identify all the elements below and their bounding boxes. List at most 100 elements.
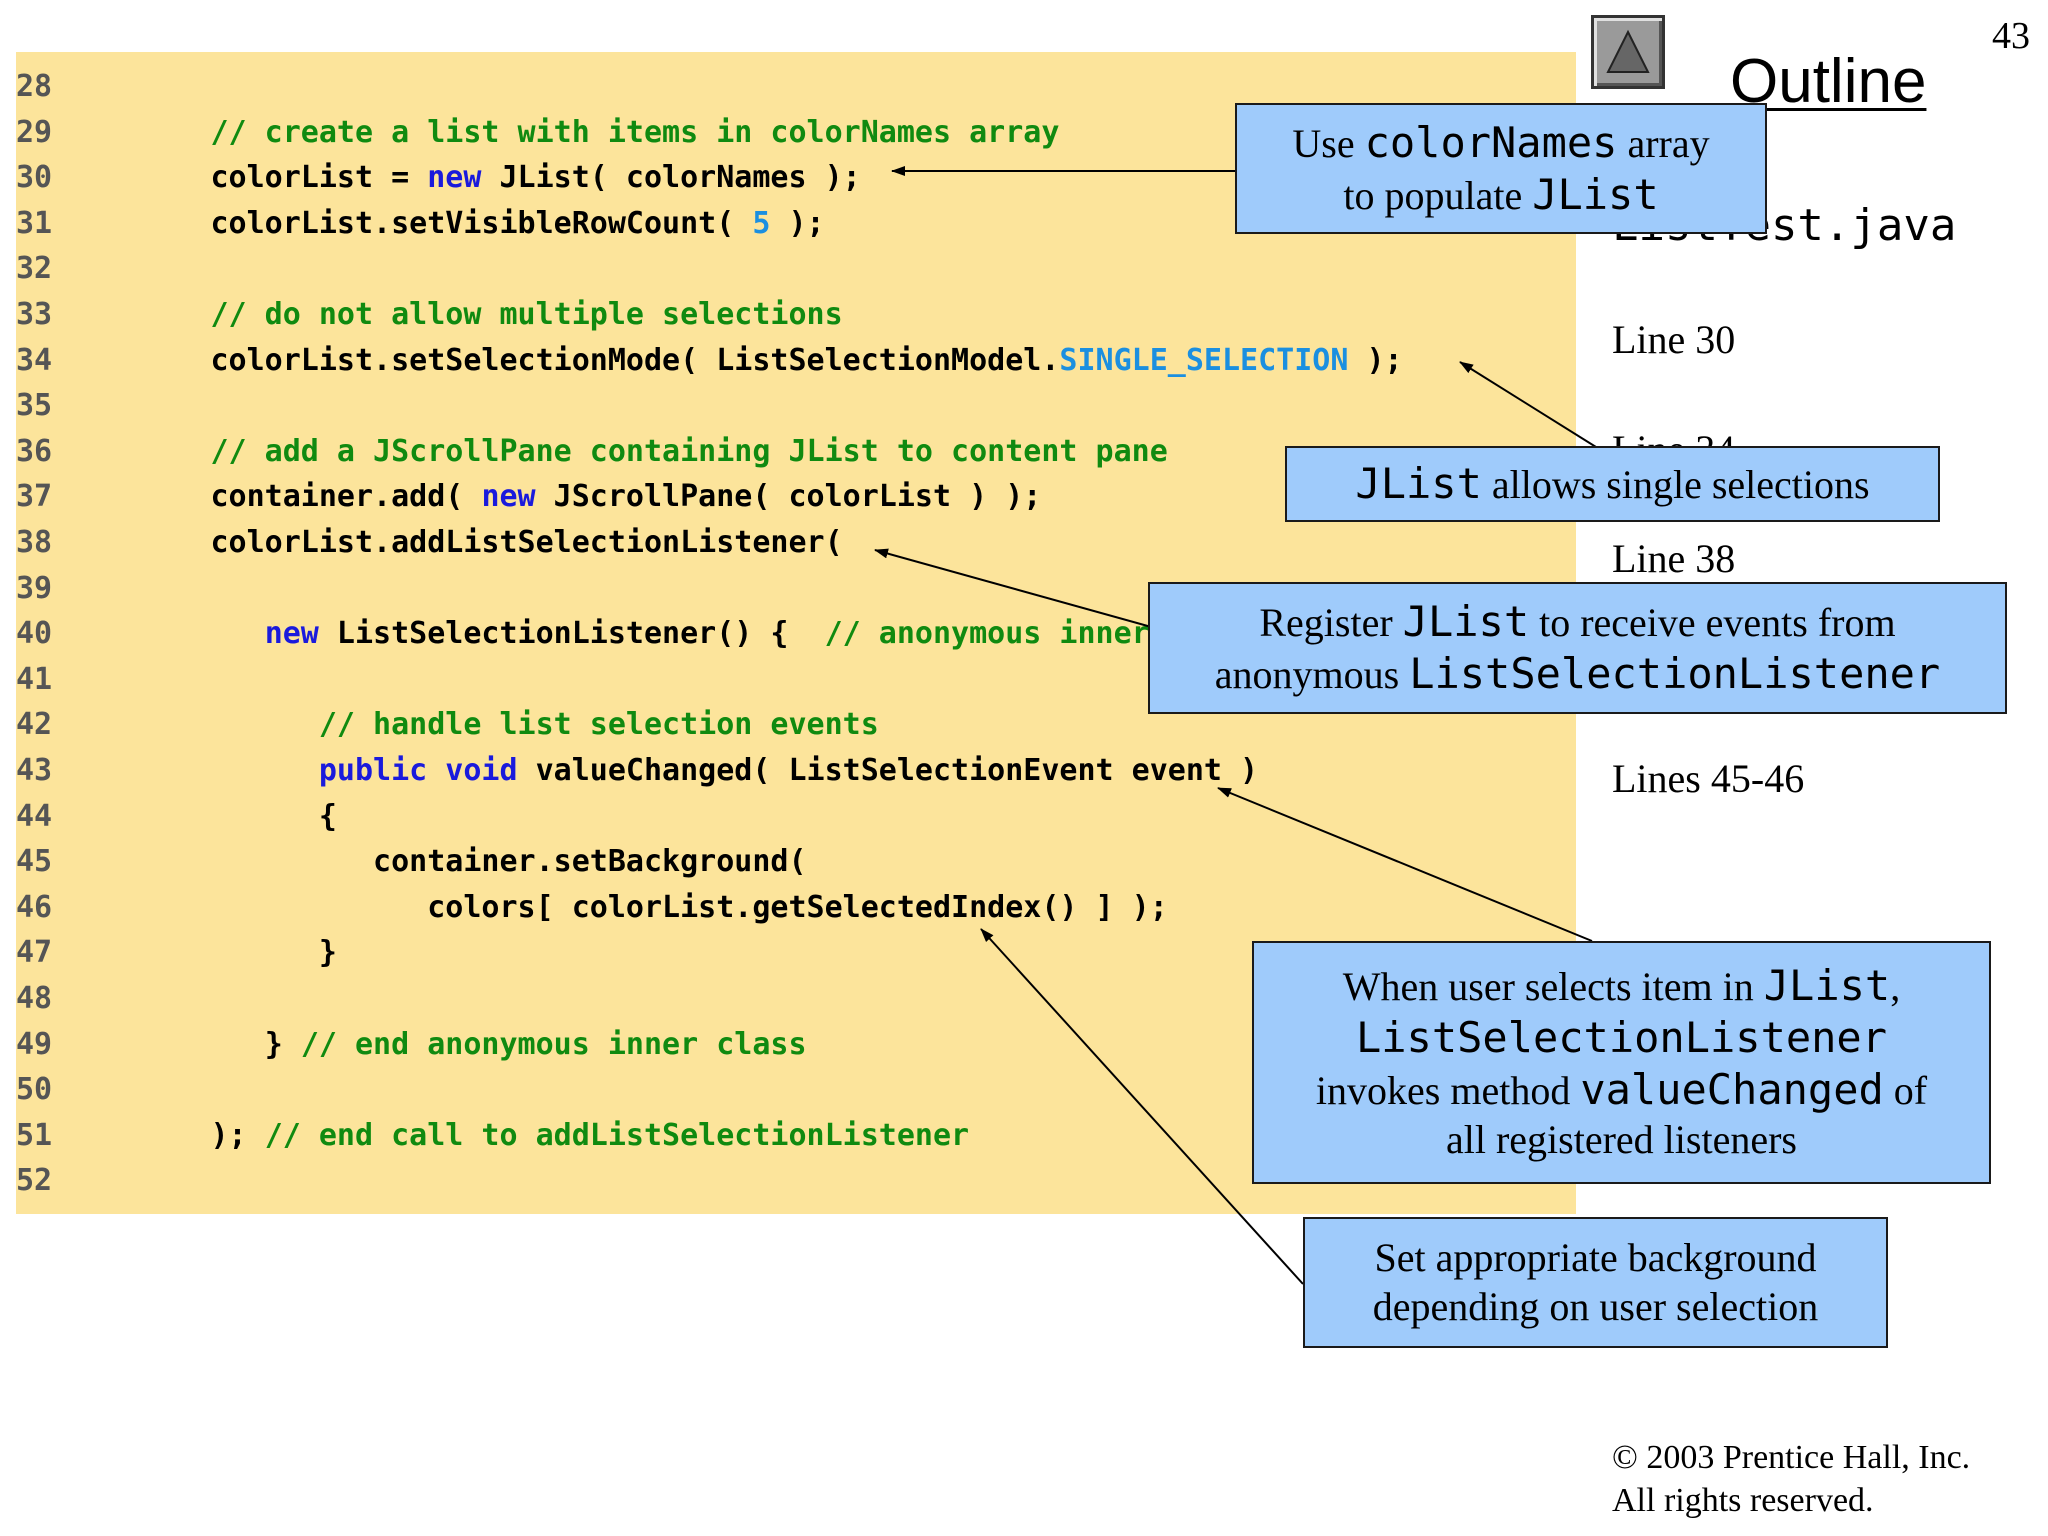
outline-item-line30[interactable]: Line 30: [1612, 317, 1736, 362]
code-token: valueChanged( ListSelectionEvent event ): [517, 753, 1259, 788]
callout-code: colorNames: [1364, 117, 1618, 167]
callout-text: Register: [1259, 600, 1403, 646]
callout-line: Register JList to receive events from: [1168, 596, 1987, 648]
code-token: JList( colorNames );: [481, 160, 861, 196]
callout-line: invokes method valueChanged of: [1272, 1064, 1971, 1116]
outline-up-button[interactable]: [1591, 15, 1665, 89]
code-line: 47 }: [16, 930, 337, 975]
outline-item-line38[interactable]: Line 38: [1612, 536, 1736, 581]
arrow-line34: [1459, 361, 1597, 448]
line-number: 35: [16, 388, 53, 424]
callout-line: JList allows single selections: [1305, 458, 1920, 510]
callout-text: depending on user selection: [1372, 1283, 1819, 1329]
callout-text: ,: [1890, 964, 1901, 1010]
line-number: 32: [16, 251, 53, 287]
triangle-up-icon: [1606, 29, 1650, 73]
code-line: 41: [16, 657, 102, 702]
callout-code: JList: [1402, 597, 1530, 647]
callout-line: Use colorNames array: [1255, 117, 1747, 169]
code-token: {: [318, 798, 337, 834]
callout-text: to receive events from: [1529, 600, 1896, 646]
callout-code: ListSelectionListener: [1355, 1013, 1887, 1063]
code-token: }: [264, 1026, 301, 1062]
callout-value-changed: When user selects item in JList,ListSele…: [1252, 941, 1991, 1184]
code-token: colors[ colorList.getSelectedIndex() ] )…: [427, 889, 1168, 925]
line-number: 50: [16, 1072, 53, 1108]
code-line: 50: [16, 1067, 102, 1112]
callout-line: ListSelectionListener: [1272, 1012, 1971, 1064]
callout-text: all registered listeners: [1446, 1116, 1797, 1162]
line-number: 38: [16, 525, 53, 560]
code-token: new: [264, 616, 319, 652]
arrow-line46: [980, 928, 1304, 1285]
code-token: colorList.addListSelectionListener(: [210, 525, 843, 560]
code-line: 36 // add a JScrollPane containing JList…: [16, 429, 1168, 474]
code-line: 48: [16, 976, 102, 1021]
code-line: 34 colorList.setSelectionMode( ListSelec…: [16, 338, 1403, 383]
copyright: © 2003 Prentice Hall, Inc. All rights re…: [1612, 1436, 1970, 1522]
code-token: colorList.setSelectionMode( ListSelectio…: [210, 342, 1060, 378]
line-number: 29: [16, 114, 53, 150]
code-line: 44 {: [16, 794, 337, 839]
code-token: JScrollPane( colorList ) );: [535, 479, 1042, 515]
code-token: // end call to addListSelectionListener: [264, 1117, 970, 1153]
callout-code: JList: [1532, 169, 1659, 219]
outline-item-lines45-46[interactable]: Lines 45-46: [1612, 756, 1805, 801]
callout-line: anonymous ListSelectionListener: [1168, 648, 1987, 700]
line-number: 28: [16, 69, 53, 104]
callout-text: Use: [1292, 120, 1365, 166]
code-line: 43 public void valueChanged( ListSelecti…: [16, 748, 1258, 793]
callout-text: to populate: [1343, 172, 1533, 218]
page-number: 43: [1992, 15, 2030, 57]
callout-line: to populate JList: [1255, 169, 1747, 221]
code-token: 5: [752, 205, 771, 241]
code-line: 51 ); // end call to addListSelectionLis…: [16, 1113, 969, 1158]
callout-code: ListSelectionListener: [1409, 649, 1941, 698]
code-line: 35: [16, 383, 102, 428]
code-token: public void: [318, 753, 518, 788]
code-token: // do not allow multiple selections: [210, 297, 843, 332]
code-line: 28: [16, 64, 102, 109]
code-token: // handle list selection events: [318, 707, 879, 743]
arrow-line38: [874, 548, 1156, 629]
callout-text: anonymous: [1214, 652, 1410, 697]
code-token: );: [1348, 342, 1403, 378]
code-token: }: [318, 935, 337, 971]
code-line: 42 // handle list selection events: [16, 702, 879, 747]
code-line: 29 // create a list with items in colorN…: [16, 110, 1059, 155]
line-number: 33: [16, 297, 53, 332]
line-number: 31: [16, 205, 53, 241]
arrow-line43: [1217, 787, 1593, 942]
line-number: 30: [16, 160, 53, 196]
code-line: 30 colorList = new JList( colorNames );: [16, 155, 861, 200]
code-token: container.add(: [210, 479, 482, 515]
callout-code: JList: [1355, 459, 1482, 509]
line-number: 44: [16, 798, 53, 834]
code-line: 38 colorList.addListSelectionListener(: [16, 520, 843, 565]
code-line: 46 colors[ colorList.getSelectedIndex() …: [16, 885, 1168, 930]
line-number: 46: [16, 889, 53, 925]
callout-line: all registered listeners: [1272, 1116, 1971, 1165]
line-number: 40: [16, 616, 53, 652]
line-number: 34: [16, 342, 53, 378]
code-token: colorList.setVisibleRowCount(: [210, 205, 753, 241]
code-token: container.setBackground(: [373, 844, 807, 880]
line-number: 43: [16, 753, 53, 788]
line-number: 37: [16, 479, 53, 515]
callout-text: When user selects item in: [1342, 964, 1764, 1010]
code-line: 33 // do not allow multiple selections: [16, 292, 843, 337]
code-token: // add a JScrollPane containing JList to…: [210, 433, 1168, 469]
line-number: 41: [16, 661, 53, 697]
code-line: 45 container.setBackground(: [16, 839, 807, 884]
code-token: new: [427, 160, 482, 196]
callout-code: JList: [1763, 961, 1891, 1011]
code-token: ListSelectionListener() {: [318, 616, 825, 652]
line-number: 52: [16, 1163, 53, 1199]
copyright-line1: © 2003 Prentice Hall, Inc.: [1612, 1439, 1971, 1476]
code-token: colorList =: [210, 160, 428, 196]
callout-code: valueChanged: [1580, 1065, 1884, 1114]
callout-text: allows single selections: [1481, 462, 1870, 508]
